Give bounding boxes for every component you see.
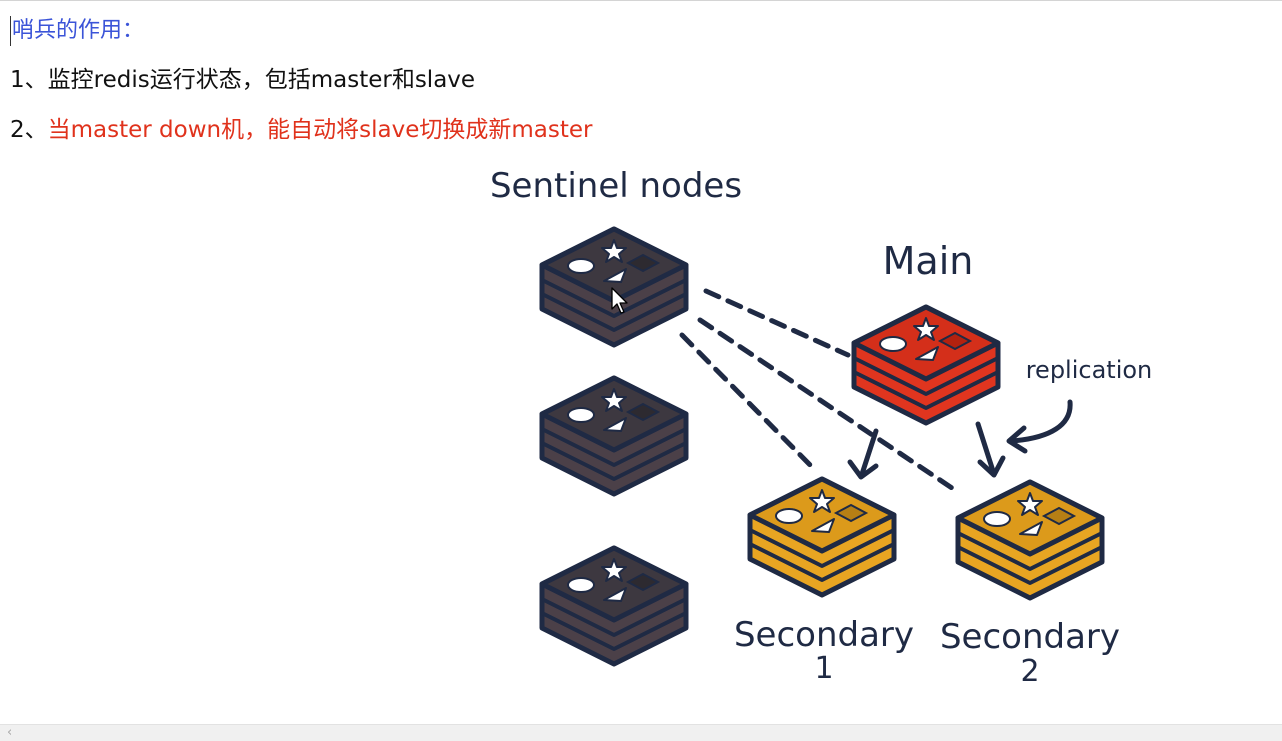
monitor-line-main (703, 288, 851, 358)
sentinel-nodes-label: Sentinel nodes (490, 166, 742, 206)
monitor-line-secondary-1 (679, 332, 818, 473)
top-border (0, 0, 1282, 1)
point-1: 1、监控redis运行状态，包括master和slave (10, 64, 475, 96)
point-2-number: 2、 (10, 117, 48, 143)
arrow-to-secondary-1 (859, 428, 879, 477)
point-1-text: 监控redis运行状态，包括master和slave (47, 67, 476, 93)
secondary-1-number: 1 (814, 651, 833, 686)
secondary-2-number: 2 (1020, 654, 1039, 689)
arrow-to-secondary-2-head (977, 455, 1006, 478)
main-node (854, 307, 998, 423)
secondary-1-label: Secondary (734, 615, 914, 655)
replication-curved-arrow (1009, 399, 1073, 444)
replication-curved-arrow-head (1006, 425, 1028, 454)
scroll-left-arrow-icon[interactable]: ‹ (7, 725, 13, 740)
main-label: Main (883, 239, 974, 283)
replication-label: replication (1026, 356, 1153, 384)
heading-text: 哨兵的作用： (10, 16, 144, 46)
sentinel-node-3 (542, 548, 686, 664)
point-1-number: 1、 (10, 67, 48, 93)
monitor-line-secondary-2 (697, 317, 955, 491)
arrow-to-secondary-2 (975, 421, 996, 474)
mouse-cursor-icon (611, 287, 628, 314)
secondary-node-1 (750, 479, 894, 595)
secondary-node-2 (958, 482, 1102, 598)
point-2: 2、当master down机，能自动将slave切换成新master (10, 114, 592, 146)
monitor-lines (679, 288, 955, 491)
sentinel-node-2 (542, 378, 686, 494)
replication-arrows (847, 399, 1073, 480)
point-2-text: 当master down机，能自动将slave切换成新master (47, 117, 593, 143)
secondary-2-label: Secondary (940, 617, 1120, 657)
horizontal-scrollbar[interactable]: ‹ (0, 724, 1282, 741)
arrow-to-secondary-1-head (847, 459, 879, 480)
sentinel-node-1 (542, 229, 686, 345)
